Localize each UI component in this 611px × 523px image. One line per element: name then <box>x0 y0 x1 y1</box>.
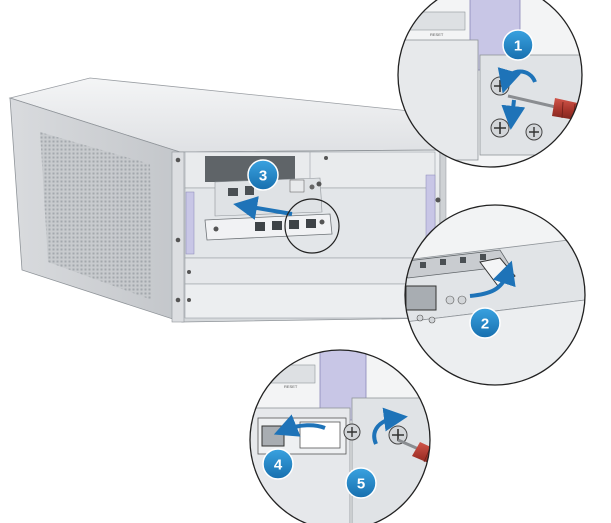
card-port <box>255 222 265 231</box>
step-number: 2 <box>481 316 489 333</box>
step-badge-4: 4 <box>262 448 294 480</box>
curved-arrow-icon <box>469 260 516 298</box>
lavender-rail-left <box>185 191 195 255</box>
step-badge-3: 3 <box>247 159 279 191</box>
magnifier-circle-icon <box>284 198 340 254</box>
router-chassis <box>8 77 479 323</box>
screw-icon <box>187 270 191 274</box>
screw-icon <box>187 298 191 302</box>
card-port <box>261 425 285 447</box>
screw-icon <box>175 157 181 163</box>
front-left-rail <box>171 151 185 323</box>
screw-icon <box>175 237 181 243</box>
step-badge-2: 2 <box>469 307 501 339</box>
card-port <box>272 221 282 230</box>
card-port <box>306 219 316 228</box>
step-badge-1: 1 <box>502 29 534 61</box>
reset-label: RESET <box>284 384 298 389</box>
step-number: 1 <box>514 38 522 55</box>
step-badge-5: 5 <box>345 467 377 499</box>
reset-label: RESET <box>430 32 444 37</box>
lower-slot-2 <box>184 283 436 319</box>
step-number: 5 <box>357 476 365 493</box>
curved-arrow-icon <box>497 67 537 94</box>
curved-arrow-icon <box>372 407 408 445</box>
step-number: 3 <box>259 168 267 185</box>
card-port <box>289 220 299 229</box>
card-port <box>405 285 437 311</box>
screw-icon <box>435 197 441 203</box>
detail-circle-step-4-5: RESET <box>249 349 431 523</box>
curved-arrow-icon <box>273 414 326 437</box>
screw-icon <box>316 181 322 187</box>
step-number: 4 <box>274 457 283 474</box>
lower-slot-1 <box>184 257 436 285</box>
screw-icon <box>175 297 181 303</box>
detail-circle-step-1: RESET <box>397 0 583 168</box>
interface-card-faceplate <box>204 213 333 241</box>
screw-icon <box>324 156 328 160</box>
insert-arrow-icon <box>233 196 293 220</box>
detail-circle-step-2: 4 <box>404 204 586 386</box>
vent-grill <box>40 132 152 300</box>
